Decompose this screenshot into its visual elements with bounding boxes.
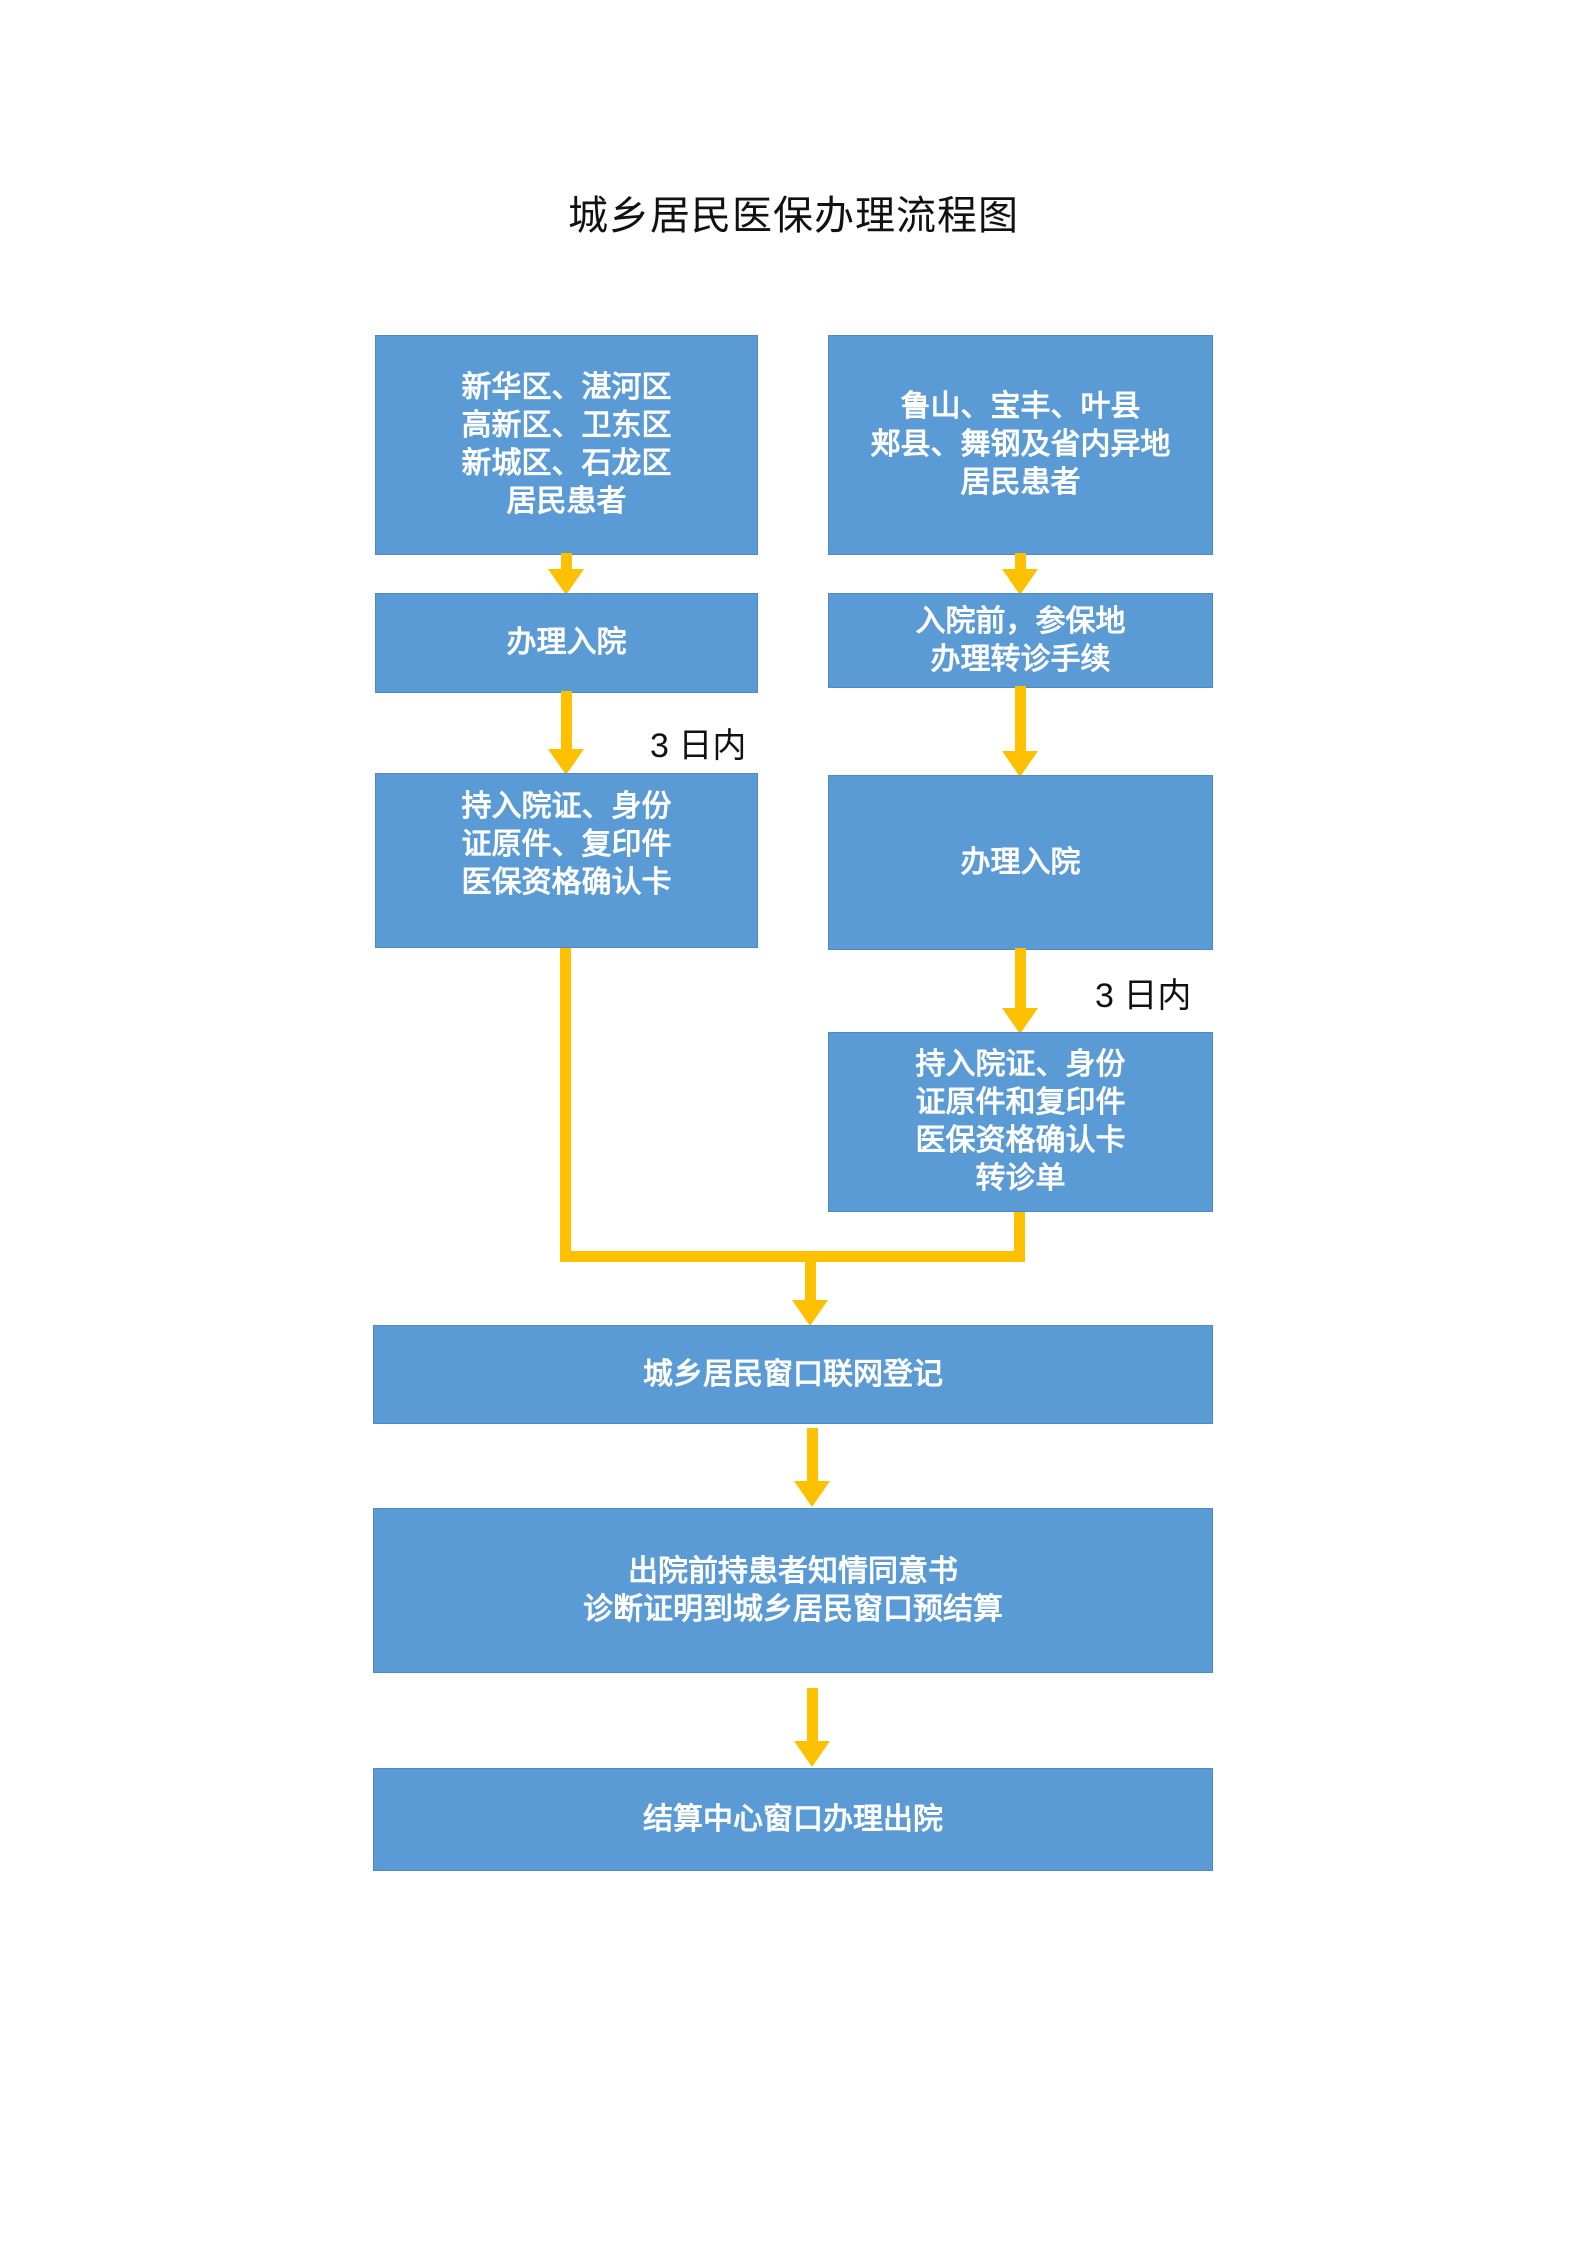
connector-line-left-vertical bbox=[560, 948, 571, 1262]
arrow-head bbox=[792, 1300, 828, 1326]
down-arrow-icon bbox=[548, 553, 584, 595]
node-line: 诊断证明到城乡居民窗口预结算 bbox=[583, 1592, 1003, 1626]
down-arrow-icon bbox=[794, 1688, 830, 1767]
flow-node-admission-referral: 办理入院 bbox=[828, 775, 1213, 950]
flow-node-documents-local: 持入院证、身份 证原件、复印件 医保资格确认卡 bbox=[375, 773, 758, 948]
node-line: 医保资格确认卡 bbox=[915, 1124, 1126, 1157]
node-line: 结算中心窗口办理出院 bbox=[643, 1802, 943, 1836]
node-line: 办理转诊手续 bbox=[930, 642, 1111, 676]
arrow-head bbox=[548, 569, 584, 595]
node-line: 持入院证、身份 bbox=[915, 1048, 1126, 1081]
node-line: 出院前持患者知情同意书 bbox=[628, 1554, 958, 1588]
flow-node-outside-counties-patients: 鲁山、宝丰、叶县 郏县、舞钢及省内异地 居民患者 bbox=[828, 335, 1213, 555]
arrow-shaft bbox=[560, 691, 572, 749]
node-line: 证原件、复印件 bbox=[461, 828, 672, 861]
node-line: 办理入院 bbox=[506, 626, 627, 659]
flow-node-network-registration: 城乡居民窗口联网登记 bbox=[373, 1325, 1213, 1424]
page-title: 城乡居民医保办理流程图 bbox=[568, 194, 1019, 238]
node-line: 入院前，参保地 bbox=[915, 604, 1126, 638]
arrow-head bbox=[1002, 1008, 1038, 1034]
node-line: 转诊单 bbox=[975, 1162, 1066, 1195]
node-line: 居民患者 bbox=[506, 485, 627, 518]
node-line: 城乡居民窗口联网登记 bbox=[643, 1357, 943, 1391]
down-arrow-icon bbox=[1002, 553, 1038, 595]
arrow-head bbox=[794, 1481, 830, 1507]
flow-node-referral-before-admission: 入院前，参保地 办理转诊手续 bbox=[828, 593, 1213, 688]
flow-node-admission-local: 办理入院 bbox=[375, 593, 758, 693]
node-line: 居民患者 bbox=[960, 466, 1081, 499]
arrow-head bbox=[1002, 569, 1038, 595]
down-arrow-icon bbox=[1002, 686, 1038, 777]
down-arrow-icon bbox=[792, 1256, 828, 1326]
down-arrow-icon bbox=[1002, 948, 1038, 1034]
down-arrow-icon bbox=[794, 1428, 830, 1507]
arrow-shaft bbox=[1014, 553, 1026, 569]
node-line: 郏县、舞钢及省内异地 bbox=[870, 428, 1171, 461]
node-line: 新华区、湛河区 bbox=[461, 371, 672, 404]
arrow-shaft bbox=[1014, 686, 1026, 751]
arrow-head bbox=[1002, 751, 1038, 777]
down-arrow-icon bbox=[548, 691, 584, 775]
node-line: 新城区、石龙区 bbox=[461, 447, 672, 480]
arrow-head bbox=[548, 749, 584, 775]
flow-node-presettlement: 出院前持患者知情同意书 诊断证明到城乡居民窗口预结算 bbox=[373, 1508, 1213, 1673]
flow-node-local-districts-patients: 新华区、湛河区 高新区、卫东区 新城区、石龙区 居民患者 bbox=[375, 335, 758, 555]
flow-node-discharge: 结算中心窗口办理出院 bbox=[373, 1768, 1213, 1871]
node-line: 高新区、卫东区 bbox=[461, 409, 672, 442]
arrow-head bbox=[794, 1741, 830, 1767]
connector-line-right-vertical bbox=[1014, 1212, 1025, 1262]
arrow-shaft bbox=[806, 1688, 818, 1741]
arrow-shaft bbox=[806, 1428, 818, 1481]
arrow-shaft bbox=[804, 1256, 816, 1300]
duration-label-right: 3 日内 bbox=[1095, 977, 1192, 1015]
node-line: 证原件和复印件 bbox=[915, 1086, 1126, 1119]
node-line: 办理入院 bbox=[960, 845, 1081, 879]
arrow-shaft bbox=[560, 553, 572, 569]
duration-label-left: 3 日内 bbox=[650, 727, 747, 765]
arrow-shaft bbox=[1014, 948, 1026, 1008]
node-line: 持入院证、身份 bbox=[461, 790, 672, 823]
connector-line-horizontal bbox=[560, 1251, 1025, 1262]
node-line: 鲁山、宝丰、叶县 bbox=[900, 390, 1141, 423]
node-line: 医保资格确认卡 bbox=[461, 866, 672, 899]
flow-node-documents-referral: 持入院证、身份 证原件和复印件 医保资格确认卡 转诊单 bbox=[828, 1032, 1213, 1212]
